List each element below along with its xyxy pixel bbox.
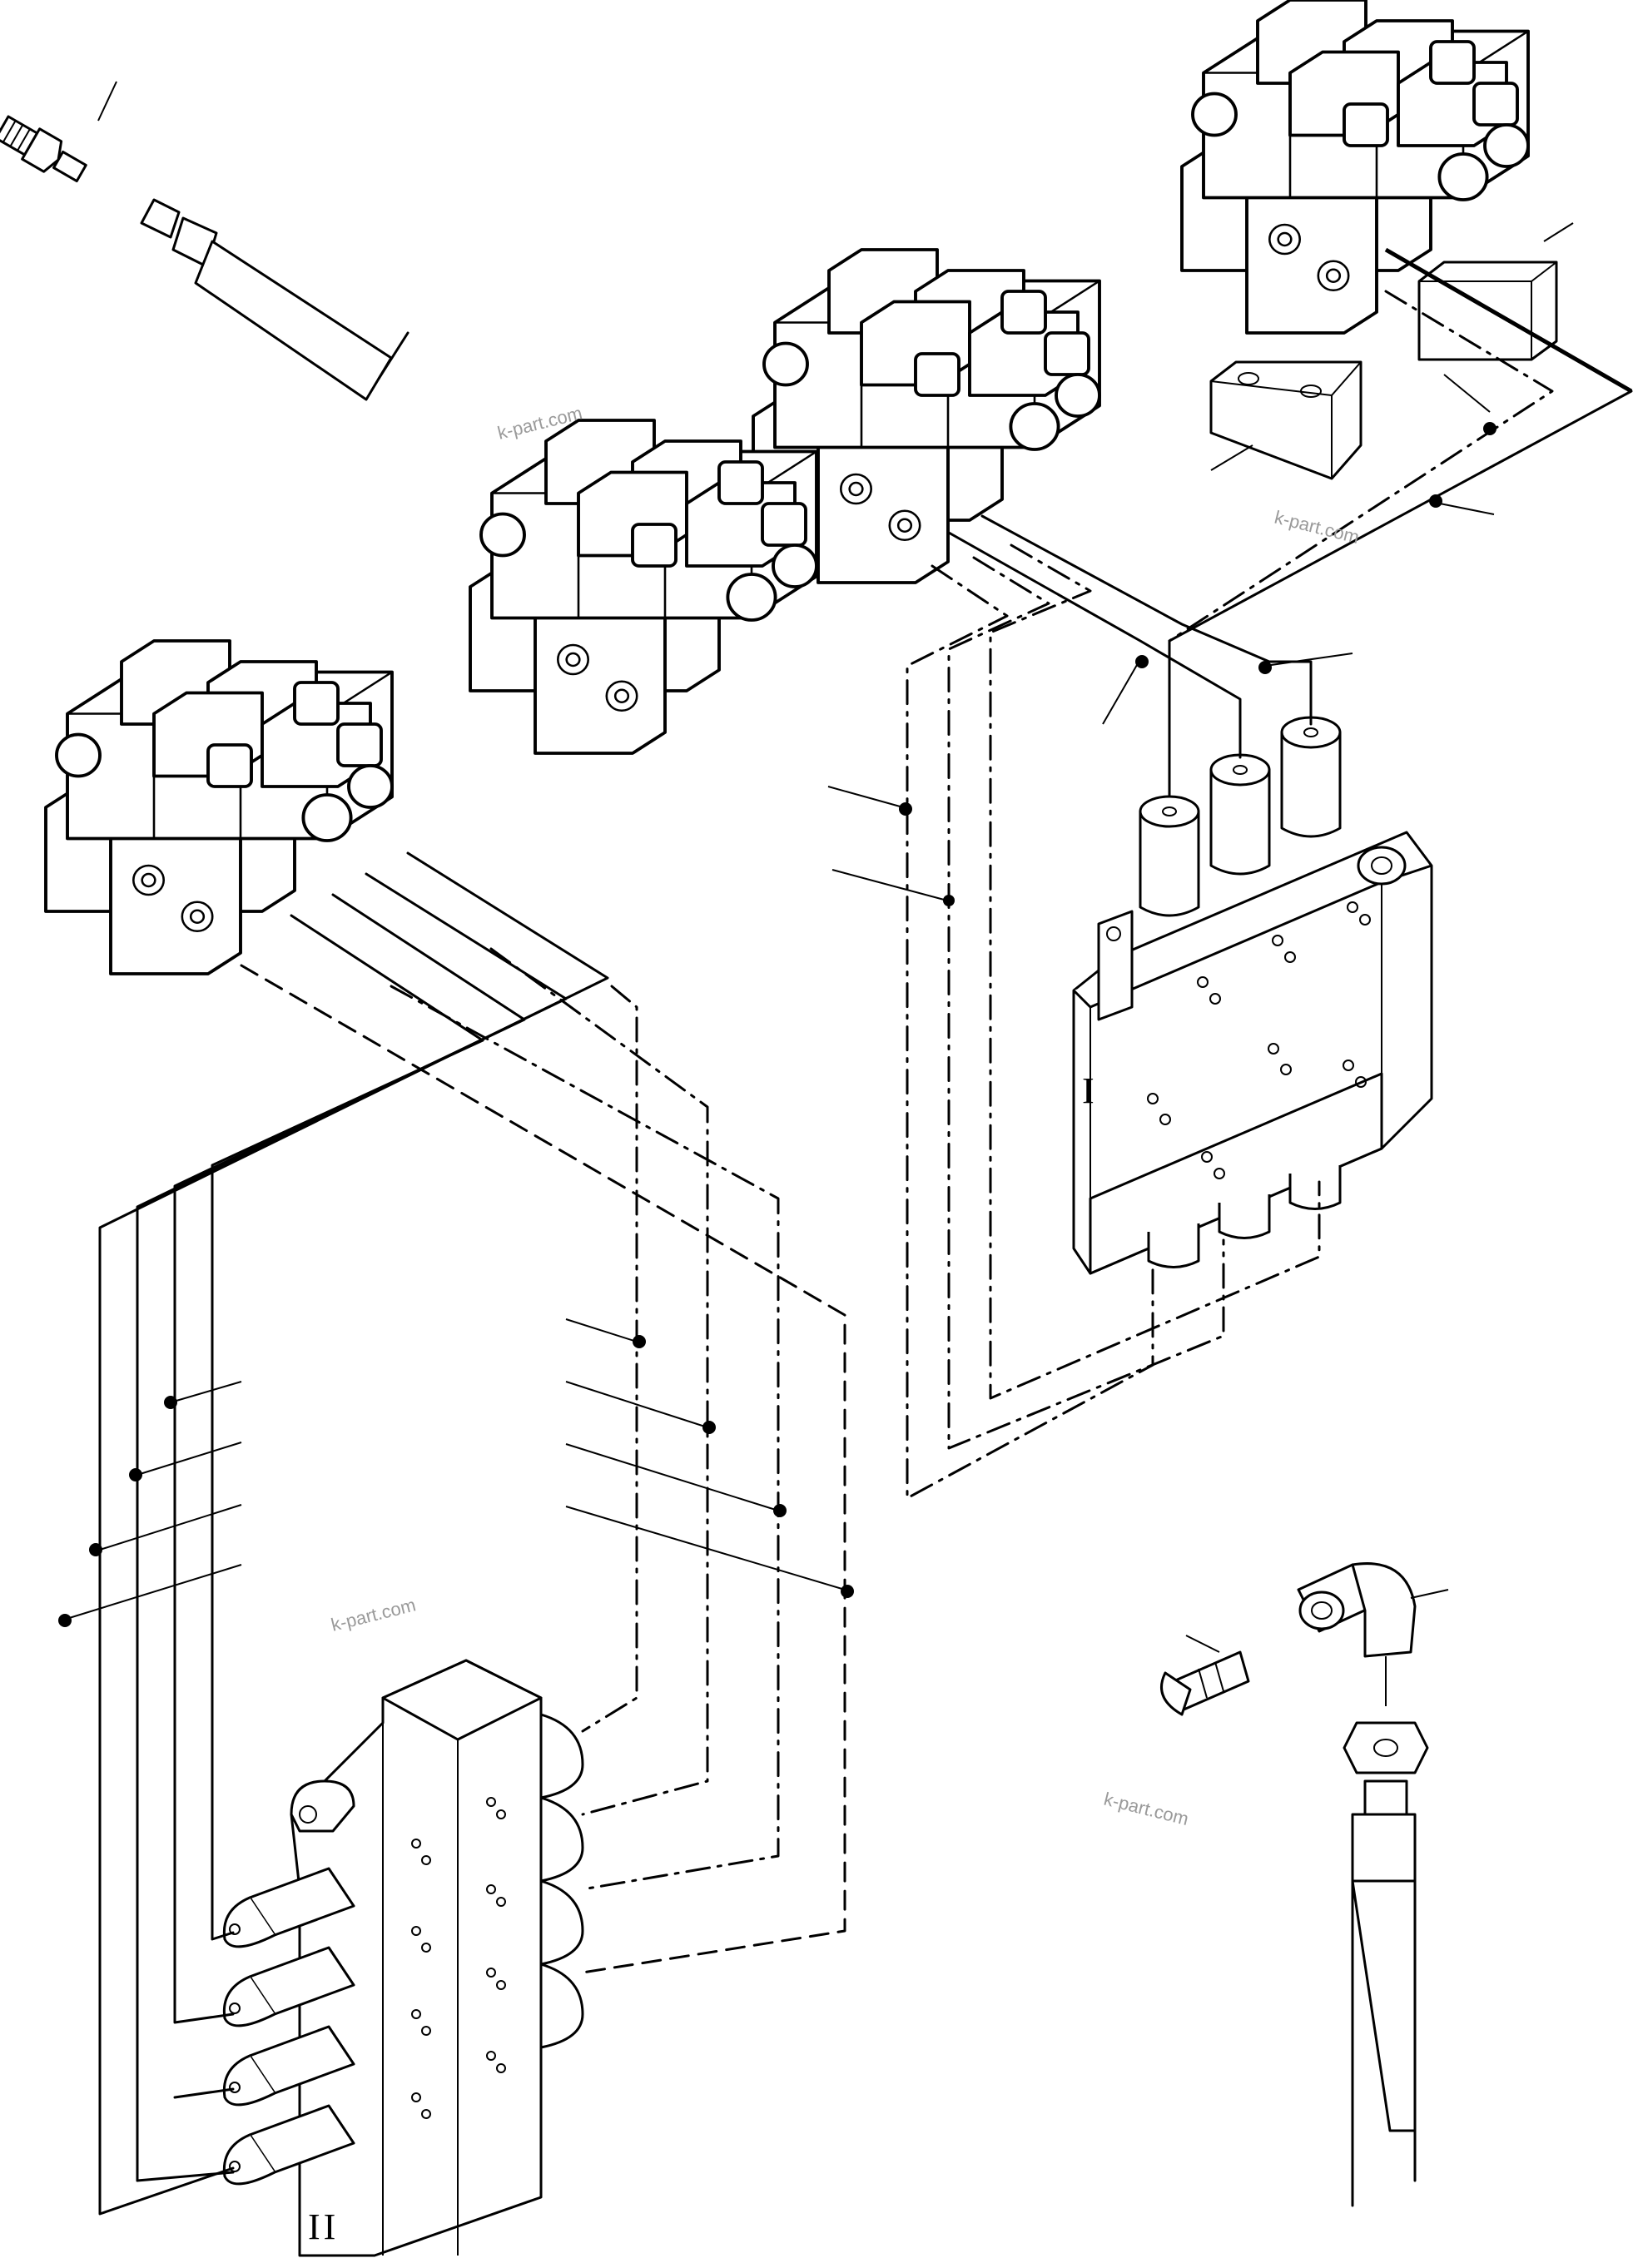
hose-fitting-top-left	[0, 111, 92, 190]
elbow-fitting-bottom-right	[1297, 1562, 1449, 1706]
watermark-text: k-part.com	[329, 1594, 418, 1635]
block-two-label: II	[308, 2206, 339, 2247]
watermark-text: k-part.com	[1102, 1789, 1191, 1829]
control-valve-block-two: II	[222, 1659, 584, 2257]
solenoid-valve-stack-middle	[469, 419, 818, 755]
fitting-bottom-right	[1160, 1635, 1250, 1716]
block-one-label: I	[1082, 1070, 1098, 1111]
spacer-block-lower	[1209, 360, 1362, 480]
watermark-text: k-part.com	[1273, 507, 1362, 548]
pilot-lines-dashed-middle	[906, 543, 1321, 1500]
pilot-lines-solid-left	[98, 851, 609, 2216]
pilot-lines-dashed-left	[240, 947, 846, 1974]
hose-bottom-right	[1343, 1721, 1429, 2207]
control-valve-block-one: I	[1072, 716, 1433, 1275]
hose-top-left	[97, 81, 409, 401]
pilot-lines-to-block-one	[947, 247, 1633, 797]
spacer-block-upper	[1417, 261, 1558, 361]
solenoid-valve-stack-left	[44, 639, 394, 975]
callout-leaders	[58, 222, 1574, 1627]
